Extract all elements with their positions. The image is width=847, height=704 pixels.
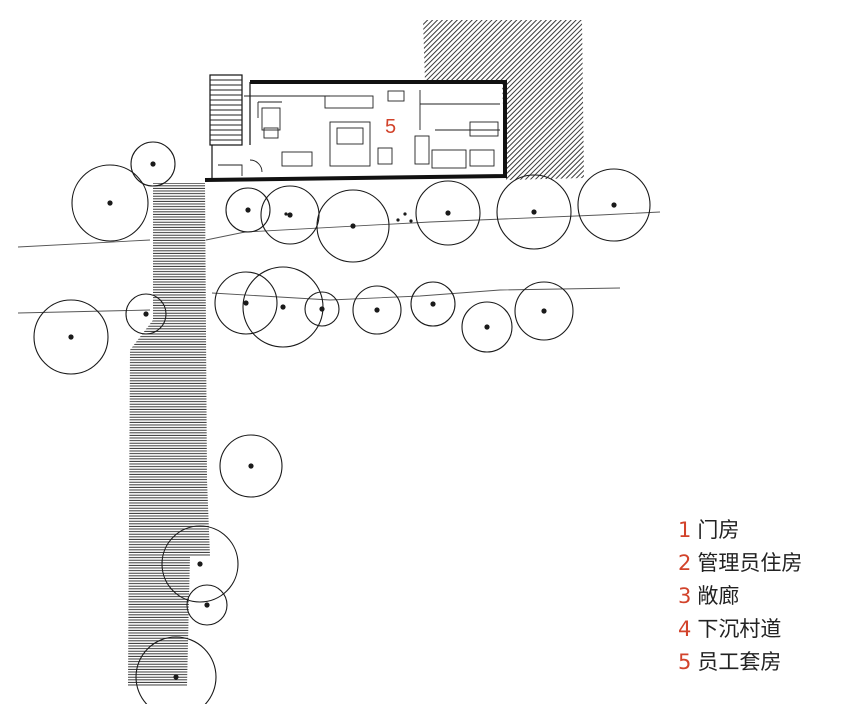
tree-trunk (541, 308, 547, 314)
tree-trunk (143, 311, 149, 317)
tree-trunk (197, 561, 203, 567)
tree-trunk (150, 161, 156, 167)
tree-canopy (496, 174, 572, 250)
legend-label: 下沉村道 (697, 617, 782, 641)
legend-label: 管理员住房 (697, 551, 803, 575)
tree-canopy (135, 636, 217, 704)
tree-trunk (68, 334, 74, 340)
tree-canopy (410, 281, 456, 327)
tree-canopy (304, 291, 340, 327)
sunken-road (128, 183, 210, 686)
ground-lines (17, 211, 661, 314)
tree-canopy (130, 141, 176, 187)
tree-trunk (611, 202, 617, 208)
tree-trunk (173, 674, 179, 680)
trees (33, 141, 651, 704)
legend-label: 敞廊 (697, 584, 740, 608)
tree-trunk (531, 209, 537, 215)
tree-trunk (245, 207, 251, 213)
tree-trunk (280, 304, 286, 310)
tree-trunk (374, 307, 380, 313)
tree-canopy (514, 281, 574, 341)
tree-canopy (415, 180, 481, 246)
room-number-label: 5 (385, 116, 396, 138)
tree-canopy (219, 434, 283, 498)
legend-label: 门房 (697, 518, 740, 542)
tree-canopy (71, 164, 149, 242)
legend-number: 1 (678, 518, 692, 542)
tree-canopy (125, 293, 167, 335)
tree-canopy (161, 525, 239, 603)
tree-trunk (319, 306, 325, 312)
tree-canopy (214, 271, 278, 335)
legend-number: 3 (678, 584, 692, 608)
legend-label: 员工套房 (697, 650, 782, 674)
tree-canopy (461, 301, 513, 353)
staff-suite-building: 5 (204, 80, 507, 182)
tree-trunk (248, 463, 254, 469)
tree-canopy (352, 285, 402, 335)
legend-number: 5 (678, 650, 692, 674)
tree-trunk (445, 210, 451, 216)
tree-trunk (287, 212, 293, 218)
tree-trunk (484, 324, 490, 330)
tree-canopy (33, 299, 109, 375)
tree-trunk (430, 301, 436, 307)
legend-number: 4 (678, 617, 692, 641)
tree-trunk (204, 602, 210, 608)
stepping-stones (284, 212, 413, 223)
tree-canopy (316, 189, 390, 263)
tree-canopy (225, 187, 271, 233)
tree-canopy (186, 584, 228, 626)
tree-trunk (243, 300, 249, 306)
tree-canopy (577, 168, 651, 242)
staircase (209, 74, 243, 146)
legend-number: 2 (678, 551, 692, 575)
tree-trunk (107, 200, 113, 206)
tree-trunk (350, 223, 356, 229)
